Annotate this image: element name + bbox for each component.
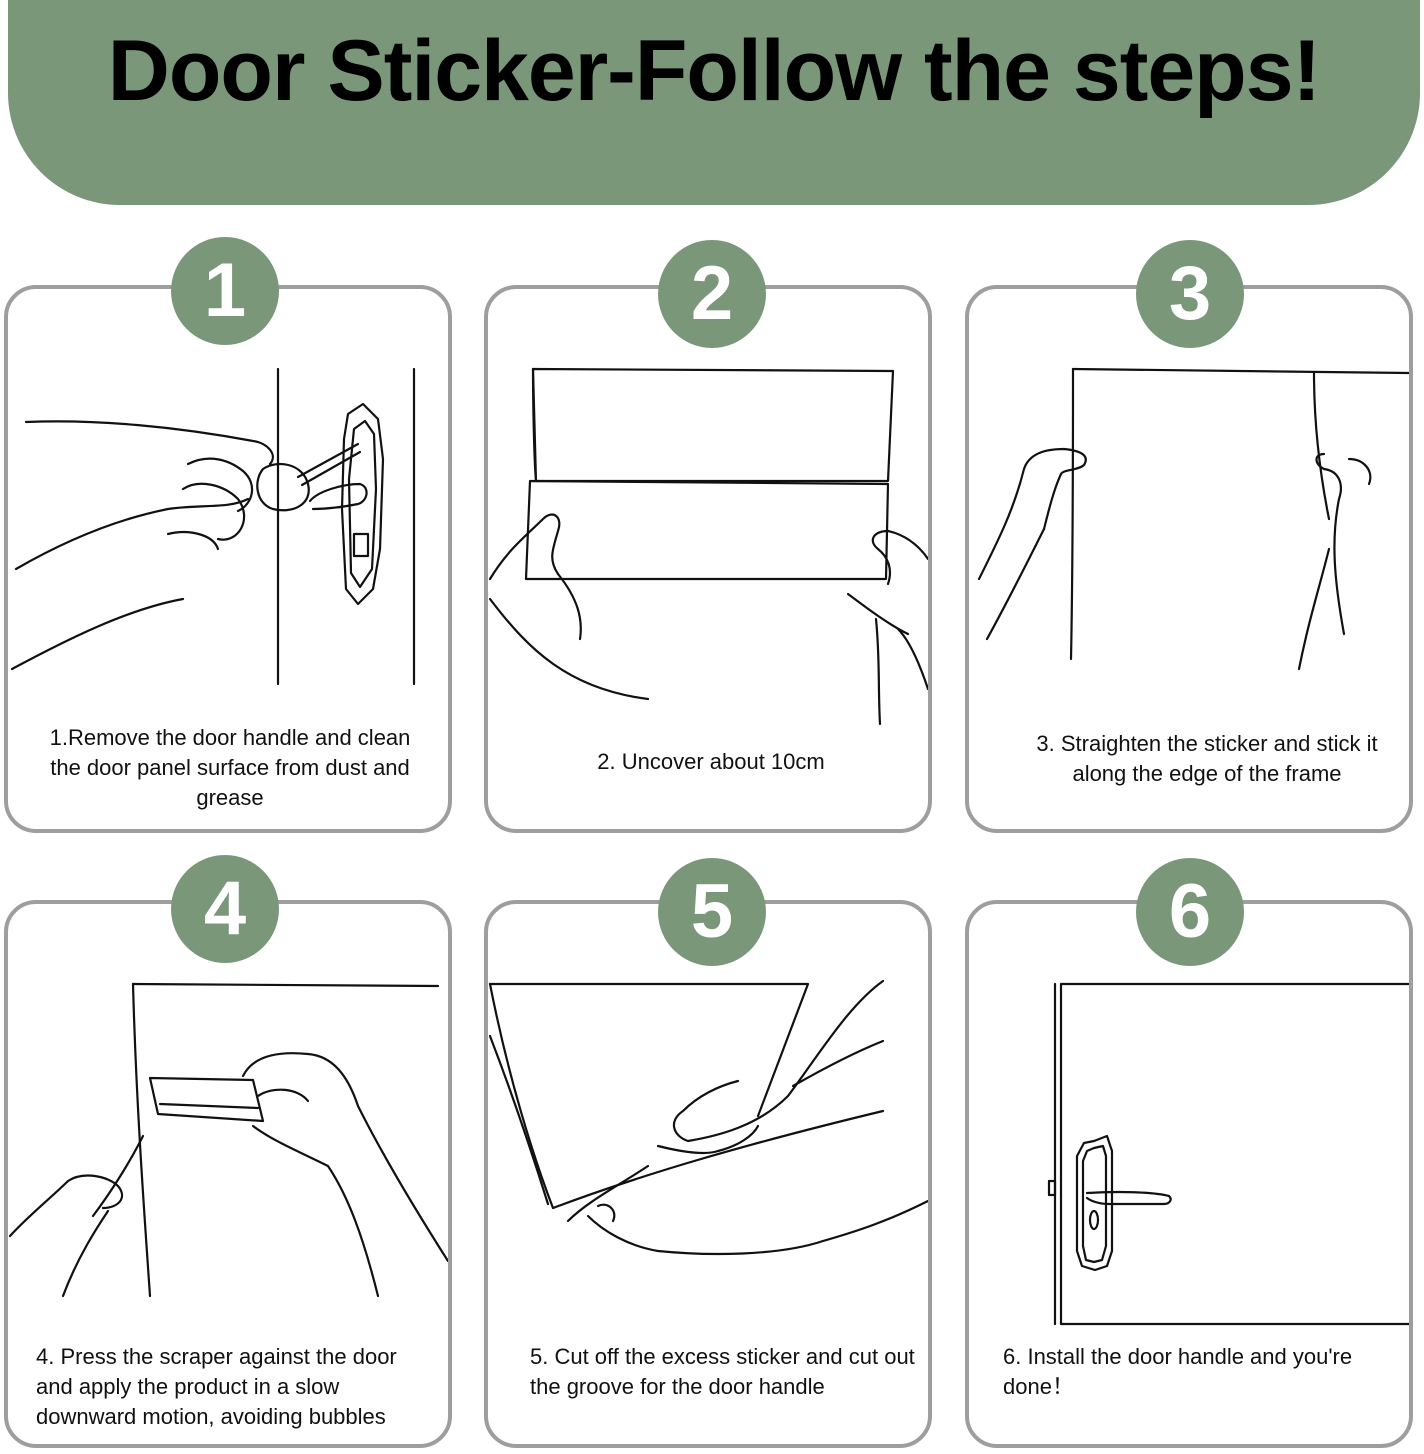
step-card-3: 3. Straighten the sticker and stick it a… — [965, 285, 1413, 833]
illustration-cut-excess — [488, 979, 928, 1256]
illustration-uncover-backing — [488, 367, 928, 726]
step-card-5: 5. Cut off the excess sticker and cut ou… — [484, 900, 932, 1448]
step-4-badge: 4 — [171, 855, 279, 963]
step-2-badge: 2 — [658, 240, 766, 348]
illustration-scraper-press — [8, 982, 448, 1298]
step-3-caption: 3. Straighten the sticker and stick it a… — [1036, 731, 1378, 786]
step-3-badge: 3 — [1136, 240, 1244, 348]
step-4-caption: 4. Press the scraper against the door an… — [36, 1344, 397, 1429]
illustration-door-finished — [1047, 982, 1409, 1326]
page-title: Door Sticker-Follow the steps! — [107, 23, 1321, 119]
step-6-badge: 6 — [1136, 858, 1244, 966]
step-card-2: 2. Uncover about 10cm — [484, 285, 932, 833]
step-2-caption: 2. Uncover about 10cm — [597, 749, 825, 774]
step-1-caption: 1.Remove the door handle and clean the d… — [49, 725, 411, 810]
step-card-6: 6. Install the door handle and you're do… — [965, 900, 1413, 1448]
step-card-1: 1.Remove the door handle and clean the d… — [4, 285, 452, 833]
step-card-4: 4. Press the scraper against the door an… — [4, 900, 452, 1448]
step-5-caption: 5. Cut off the excess sticker and cut ou… — [530, 1344, 915, 1399]
step-1-badge: 1 — [171, 237, 279, 345]
step-5-badge: 5 — [658, 858, 766, 966]
step-6-caption: 6. Install the door handle and you're do… — [1003, 1344, 1353, 1399]
illustration-align-sticker — [977, 367, 1409, 671]
illustration-remove-handle — [10, 367, 416, 686]
title-banner: Door Sticker-Follow the steps! — [8, 0, 1420, 205]
